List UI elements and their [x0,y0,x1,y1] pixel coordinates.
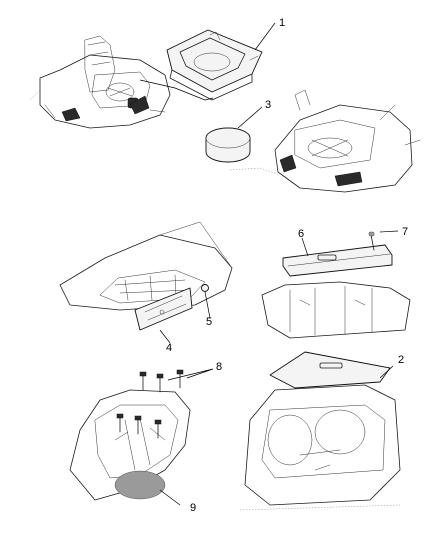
callout-8: 8 [216,361,222,373]
callout-6: 6 [298,228,304,240]
spare-tire-cover-part [205,127,251,163]
callout-3: 3 [265,99,271,111]
trunk-trim-panel-part [269,351,391,389]
callout-9: 9 [190,502,196,514]
trunk-tray-part [166,29,263,101]
callout-2: 2 [398,354,404,366]
trunk-lid-panel-part [134,287,193,331]
car-rear-open-trunk-view-left [29,35,181,129]
package-tray-trim-part [282,244,393,277]
screws-part [116,369,184,439]
callout-1: 1 [279,17,285,29]
rear-shelf-view [261,281,411,339]
callout-5: 5 [206,316,212,328]
quarter-trim-view [69,389,191,501]
trunk-lid-view [59,221,233,311]
clip-part [201,284,209,292]
trunk-interior-view [239,384,401,511]
callout-4: 4 [166,342,172,354]
car-rear-open-trunk-view-right [229,89,421,193]
callout-7: 7 [402,226,408,238]
push-pin-part [368,231,375,251]
